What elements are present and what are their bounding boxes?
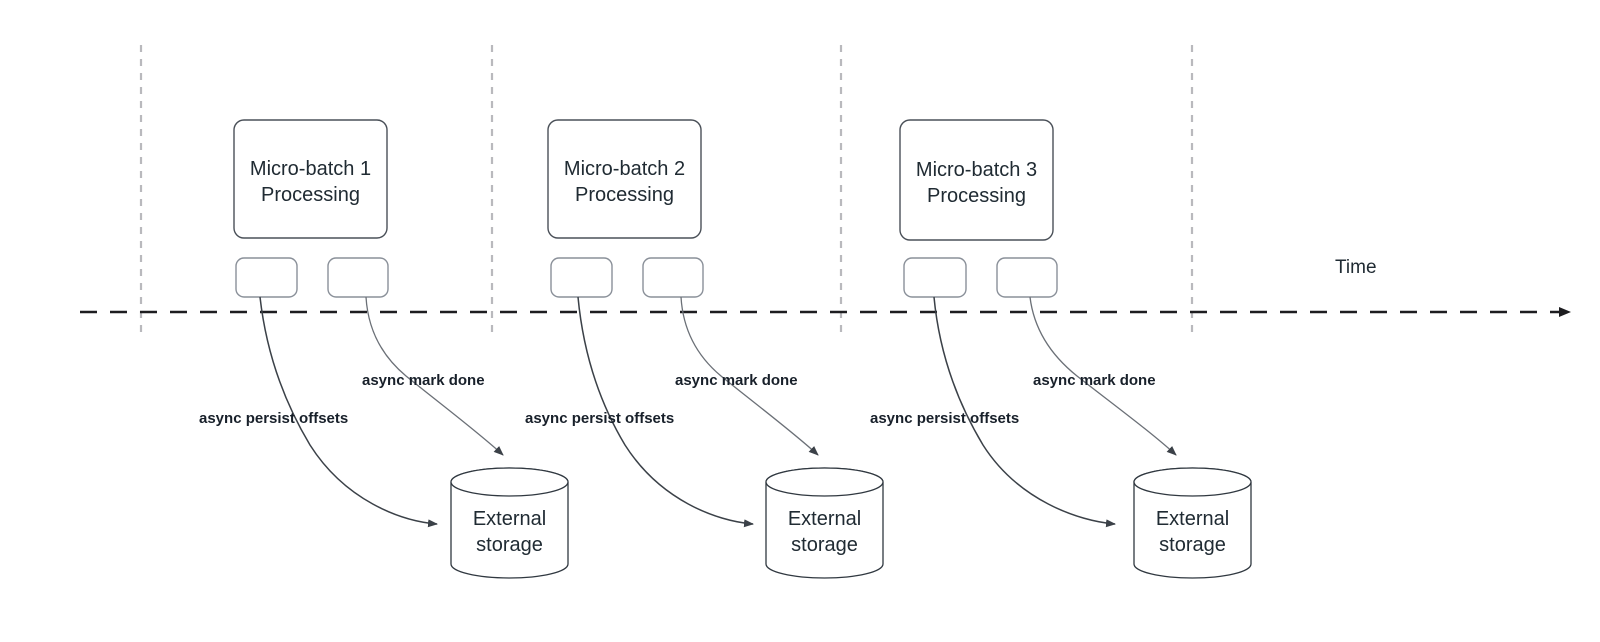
micro-batch-3-mark-done-label: async mark done xyxy=(1033,372,1156,389)
micro-batch-3-box[interactable] xyxy=(899,119,1054,241)
time-axis-label: Time xyxy=(1335,257,1377,278)
micro-batch-1-group: Micro-batch 1 Processing async persist off… xyxy=(199,119,569,579)
micro-batch-1-storage-label-line2: storage xyxy=(476,534,543,556)
micro-batch-2-mark-done-label: async mark done xyxy=(675,372,798,389)
micro-batch-1-storage-top xyxy=(450,467,569,497)
micro-batch-3-storage-label-line1: External xyxy=(1156,508,1229,530)
micro-batch-2-task-box-2[interactable] xyxy=(642,257,704,298)
micro-batch-1-storage-label-line1: External xyxy=(473,508,546,530)
micro-batch-2-title-line2: Processing xyxy=(575,184,674,206)
batch-boundary-ticks xyxy=(139,45,1194,338)
micro-batch-3-title-line1: Micro-batch 3 xyxy=(916,159,1037,181)
micro-batch-2-persist-offsets-label: async persist offsets xyxy=(525,410,674,427)
micro-batch-2-group: Micro-batch 2 Processing async persist off… xyxy=(525,119,884,579)
micro-batch-2-mark-done-edge xyxy=(680,296,819,456)
micro-batch-1-persist-offsets-edge xyxy=(259,296,438,528)
micro-batch-2-storage-top xyxy=(765,467,884,497)
micro-batch-1-task-box-1[interactable] xyxy=(235,257,298,298)
micro-batch-3-persist-offsets-edge xyxy=(933,296,1116,528)
micro-batch-groups: Micro-batch 1 Processing async persist off… xyxy=(199,119,1252,579)
micro-batch-3-storage-label-line2: storage xyxy=(1159,534,1226,556)
micro-batch-3-task-box-1[interactable] xyxy=(903,257,967,298)
micro-batch-2-persist-offsets-edge xyxy=(577,296,754,528)
micro-batch-1-mark-done-label: async mark done xyxy=(362,372,485,389)
micro-batch-2-box[interactable] xyxy=(547,119,702,239)
micro-batch-1-task-box-2[interactable] xyxy=(327,257,389,298)
micro-batch-3-mark-done-edge xyxy=(1029,296,1177,456)
micro-batch-3-group: Micro-batch 3 Processing async persist off… xyxy=(870,119,1252,579)
micro-batch-1-persist-offsets-label: async persist offsets xyxy=(199,410,348,427)
micro-batch-1-mark-done-edge xyxy=(365,296,504,456)
micro-batch-2-storage-label-line2: storage xyxy=(791,534,858,556)
time-axis: Time xyxy=(80,257,1571,317)
micro-batch-2-title-line1: Micro-batch 2 xyxy=(564,158,685,180)
micro-batch-2-storage-label-line1: External xyxy=(788,508,861,530)
micro-batch-3-task-box-2[interactable] xyxy=(996,257,1058,298)
micro-batch-3-title-line2: Processing xyxy=(927,185,1026,207)
micro-batch-3-storage-top xyxy=(1133,467,1252,497)
micro-batch-3-persist-offsets-label: async persist offsets xyxy=(870,410,1019,427)
micro-batch-1-title-line2: Processing xyxy=(261,184,360,206)
micro-batch-1-box[interactable] xyxy=(233,119,388,239)
micro-batch-1-title-line1: Micro-batch 1 xyxy=(250,158,371,180)
micro-batch-2-task-box-1[interactable] xyxy=(550,257,613,298)
